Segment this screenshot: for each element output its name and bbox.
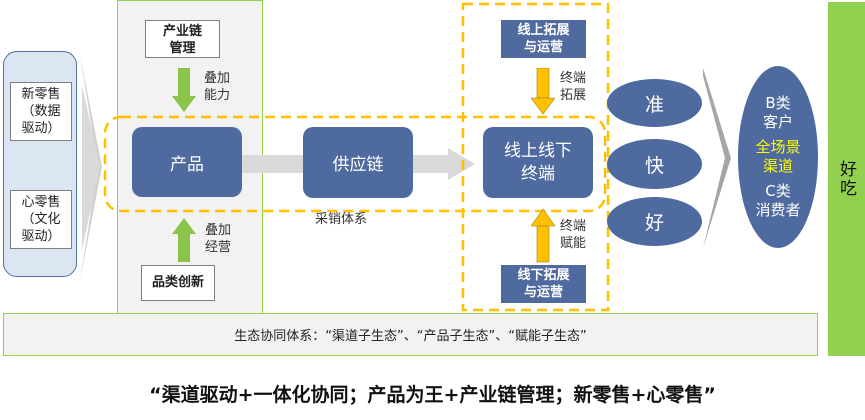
arrow-up-green-icon <box>172 218 196 262</box>
industry-chain-management-box: 产业链 管理 <box>145 20 220 58</box>
goal-bar: 好吃 <box>828 2 865 356</box>
new-retail-sub-2: 驱动） <box>21 121 61 136</box>
channels-ellipse: B类 客户 全场景 渠道 C类 消费者 <box>738 66 818 248</box>
ecosystem-bar: 生态协同体系：“渠道子生态”、“产品子生态”、“赋能子生态” <box>3 313 818 356</box>
terminal-enablement-label: 终端 赋能 <box>560 218 586 252</box>
procurement-label: 采销体系 <box>315 212 368 227</box>
quality-fast: 快 <box>607 139 702 189</box>
terminal-box: 线上线下 终端 <box>483 127 593 198</box>
retail-drivers-panel: 新零售 （数据 驱动） 心零售 （文化 驱动） <box>3 51 77 277</box>
label-line: 终端 <box>560 71 587 86</box>
heart-retail-sub-1: （文化 <box>21 212 61 227</box>
arrow-down-green-icon <box>172 68 196 112</box>
chevron-right-icon <box>703 68 731 248</box>
label-line: 拓展 <box>560 88 587 103</box>
arrow-up-orange-icon <box>531 208 555 263</box>
quality-accurate: 准 <box>607 79 702 127</box>
full-scene-line-1: 全场景 <box>755 138 801 156</box>
offline-line-1: 线下拓展 <box>517 268 570 283</box>
new-retail-box: 新零售 （数据 驱动） <box>10 82 72 141</box>
stack-capability-label: 叠加 能力 <box>204 70 230 104</box>
online-line-1: 线上拓展 <box>517 23 570 38</box>
online-line-2: 与运营 <box>523 40 563 55</box>
label-line: 叠加 <box>204 71 231 86</box>
label-line: 叠加 <box>205 223 232 238</box>
c-class-line-1: C类 <box>765 182 791 200</box>
industry-chain-line-2: 管理 <box>169 41 196 56</box>
quality-good: 好 <box>607 197 702 246</box>
arrow-down-orange-icon <box>531 68 555 115</box>
stack-operation-label: 叠加 经营 <box>205 222 231 256</box>
b-class-line-1: B类 <box>765 94 791 112</box>
offline-expansion-box: 线下拓展 与运营 <box>501 265 586 303</box>
industry-chain-line-1: 产业链 <box>162 24 202 39</box>
full-scene-line-2: 渠道 <box>762 157 793 175</box>
label-line: 终端 <box>560 219 587 234</box>
terminal-line-2: 终端 <box>521 163 555 184</box>
new-retail-title: 新零售 <box>21 87 61 102</box>
label-line: 经营 <box>205 240 232 255</box>
category-innovation-box: 品类创新 <box>141 265 215 301</box>
c-class-line-2: 消费者 <box>755 201 801 219</box>
chevron-right-icon <box>80 55 102 280</box>
heart-retail-sub-2: 驱动） <box>21 229 61 244</box>
online-expansion-box: 线上拓展 与运营 <box>501 20 586 58</box>
terminal-line-1: 线上线下 <box>504 140 572 161</box>
product-box: 产品 <box>132 127 242 197</box>
slogan: “渠道驱动+一体化协同；产品为王+产业链管理；新零售+心零售” <box>149 384 716 406</box>
label-line: 能力 <box>204 88 231 103</box>
terminal-expansion-label: 终端 拓展 <box>560 70 586 104</box>
heart-retail-box: 心零售 （文化 驱动） <box>10 190 72 249</box>
new-retail-sub-1: （数据 <box>21 104 61 119</box>
b-class-line-2: 客户 <box>762 113 793 131</box>
offline-line-2: 与运营 <box>523 285 563 300</box>
supply-chain-box: 供应链 <box>303 127 413 198</box>
heart-retail-title: 心零售 <box>21 195 61 210</box>
label-line: 赋能 <box>560 236 587 251</box>
